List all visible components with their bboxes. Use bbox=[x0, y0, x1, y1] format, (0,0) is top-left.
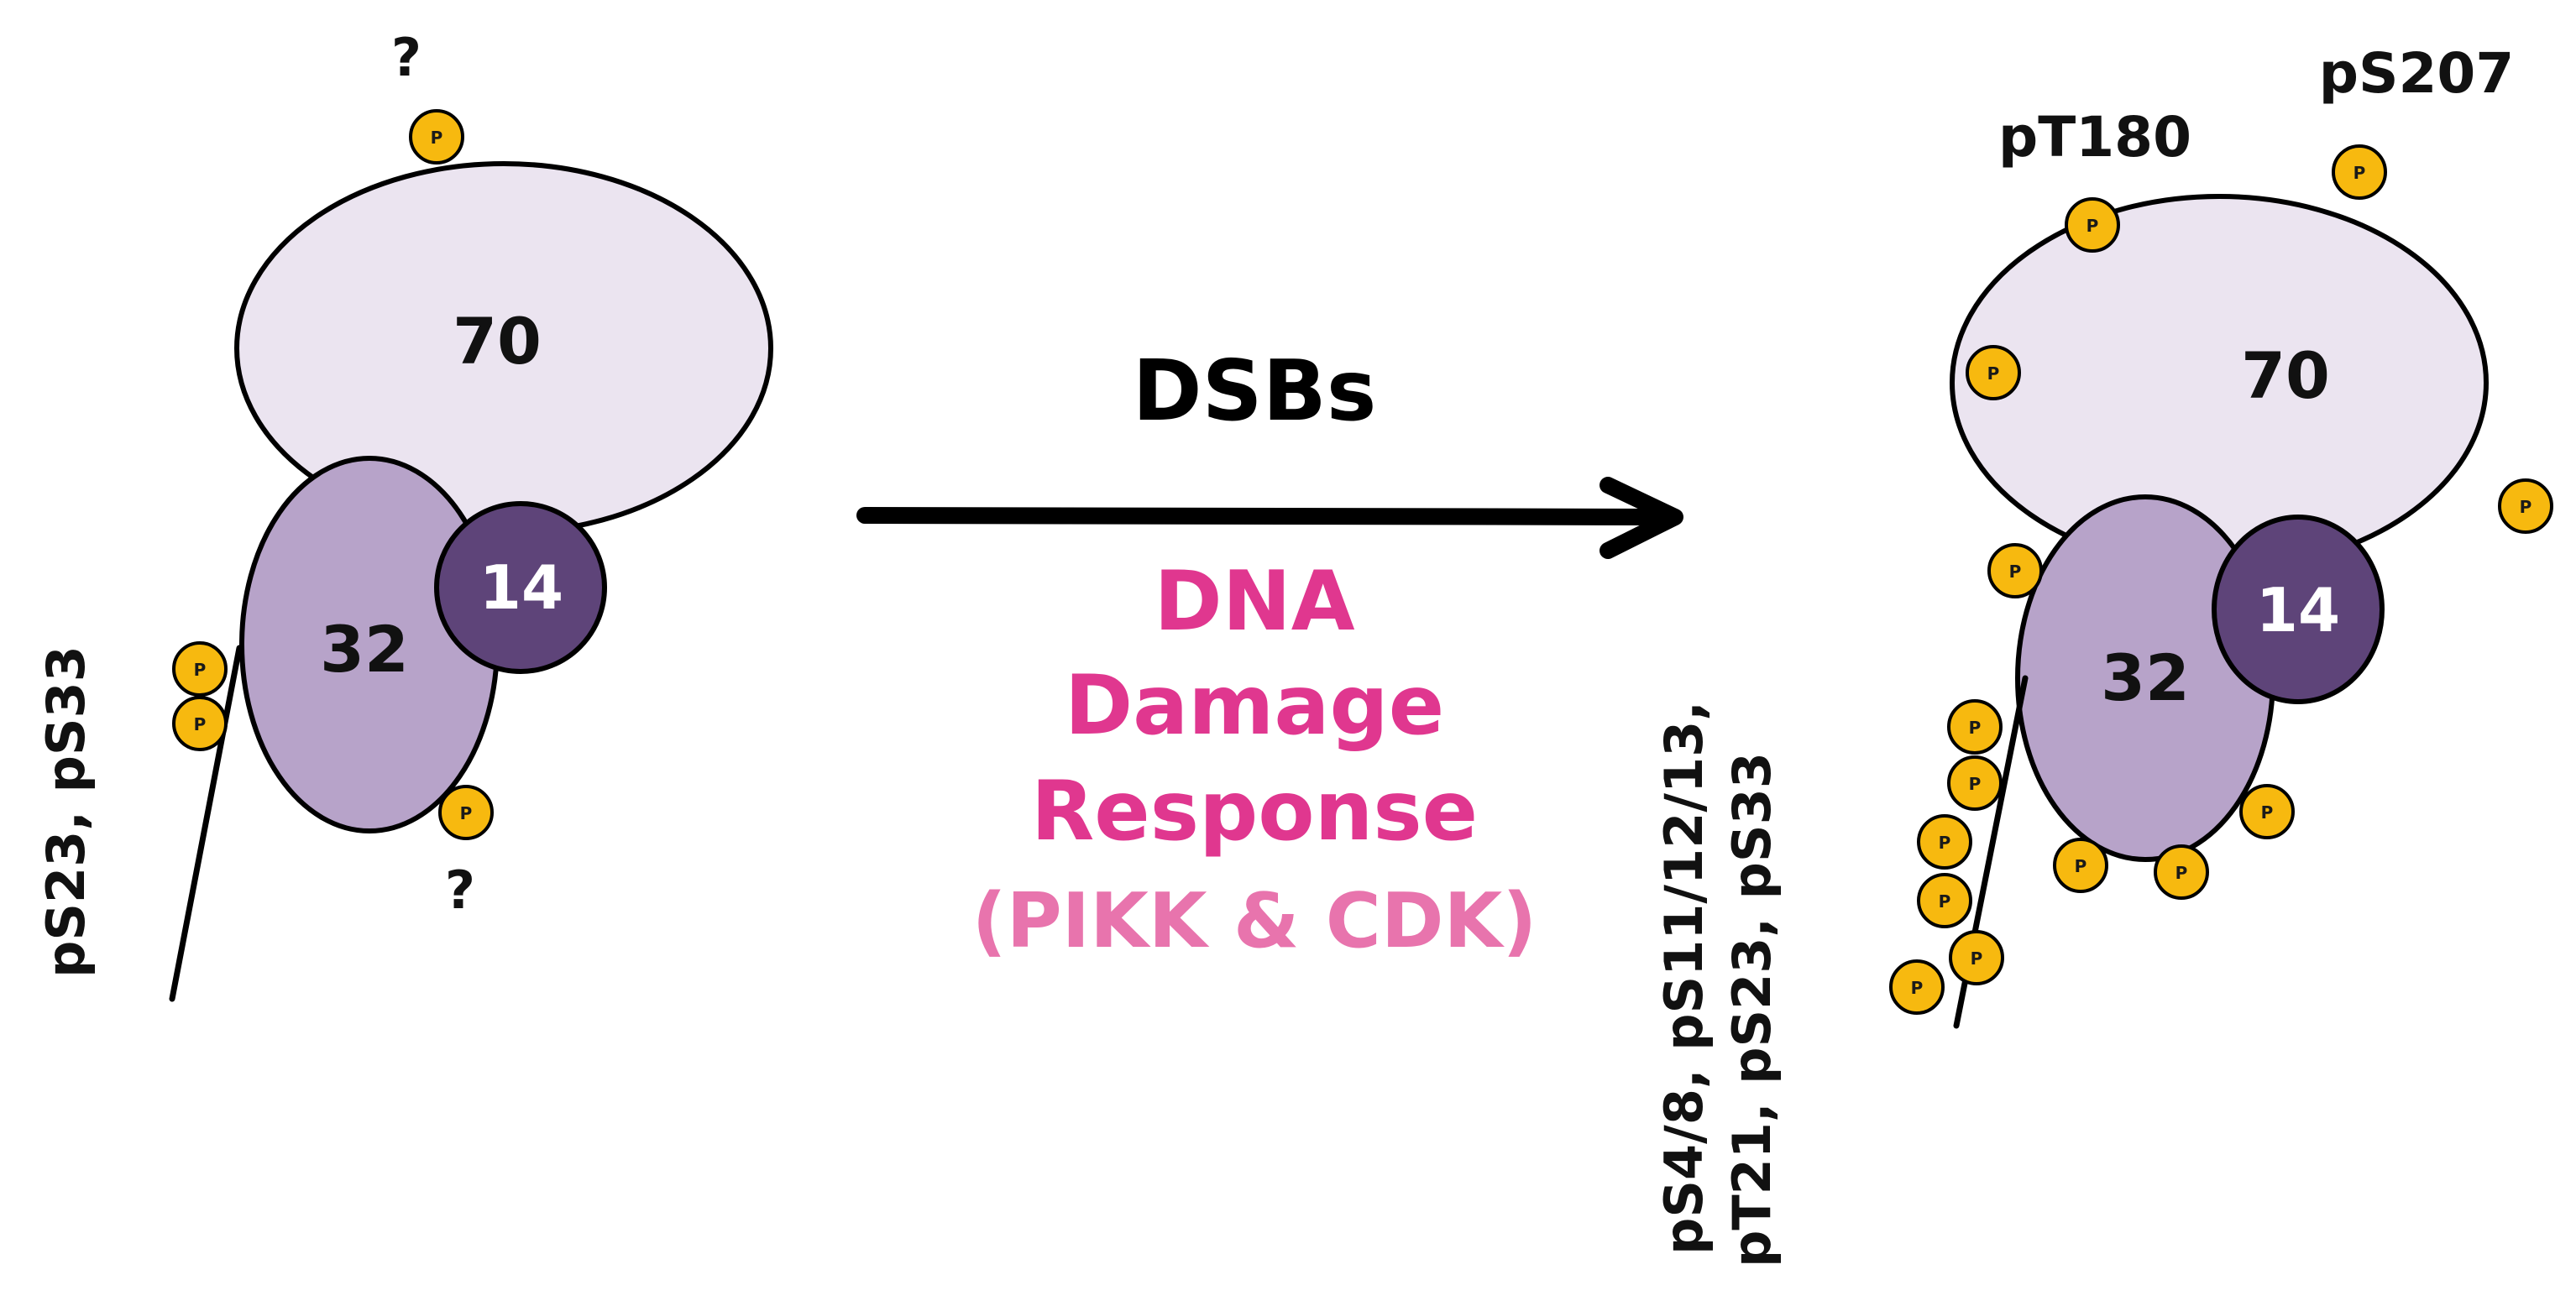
site-pS207-label: pS207 bbox=[2319, 41, 2515, 106]
phospho-icon: P bbox=[1949, 930, 2004, 985]
left-ntail-sites-label: pS23, pS33 bbox=[35, 645, 97, 978]
phospho-icon: P bbox=[1917, 873, 1972, 928]
svg-text:P: P bbox=[1971, 948, 1983, 969]
left-rpa32-ntail bbox=[169, 645, 243, 1002]
svg-text:P: P bbox=[2261, 802, 2274, 823]
phospho-icon: P bbox=[438, 785, 494, 840]
right-rpa-complex: 70 32 14 pT180 pS207 pS4/8, pS11/12/13, … bbox=[1653, 41, 2553, 1267]
phospho-icon: P bbox=[172, 641, 228, 697]
dsb-label: DSBs bbox=[1133, 342, 1377, 440]
right-rpa32-label: 32 bbox=[2101, 640, 2190, 715]
right-rpa70-label: 70 bbox=[2241, 338, 2330, 413]
svg-text:P: P bbox=[1969, 774, 1982, 794]
svg-text:P: P bbox=[194, 714, 207, 734]
site-pT180-label: pT180 bbox=[1998, 105, 2191, 170]
svg-text:P: P bbox=[2353, 163, 2366, 183]
ddr-kinases-label: (PIKK & CDK) bbox=[972, 877, 1537, 965]
right-rpa14-label: 14 bbox=[2256, 575, 2340, 645]
svg-text:P: P bbox=[2520, 497, 2532, 517]
phospho-icon: P bbox=[2239, 784, 2295, 839]
svg-text:P: P bbox=[1987, 363, 2000, 384]
phospho-icon: P bbox=[2065, 197, 2120, 253]
left-rpa14-subunit bbox=[434, 501, 607, 674]
dsb-arrow: DSBs DNA Damage Response (PIKK & CDK) bbox=[856, 342, 1683, 965]
phospho-icon: P bbox=[1966, 345, 2021, 400]
svg-text:P: P bbox=[2009, 562, 2022, 582]
right-rpa70-subunit bbox=[1950, 194, 2489, 572]
left-top-unknown-site: ? bbox=[391, 27, 421, 88]
left-rpa32-label: 32 bbox=[320, 612, 409, 687]
svg-text:P: P bbox=[2086, 216, 2099, 236]
phospho-icon: P bbox=[2053, 838, 2108, 893]
left-rpa-complex: 70 32 14 ? ? pS23, pS33 P P P P bbox=[35, 27, 773, 1002]
phospho-icon: P bbox=[1917, 814, 1972, 870]
svg-text:P: P bbox=[460, 803, 473, 823]
left-rpa14-label: 14 bbox=[479, 552, 563, 623]
svg-text:P: P bbox=[194, 660, 207, 680]
svg-text:P: P bbox=[1939, 833, 1951, 853]
phospho-icon: P bbox=[2498, 478, 2553, 534]
svg-text:P: P bbox=[1969, 718, 1982, 738]
ddr-line-2: Damage bbox=[1065, 658, 1444, 754]
right-ntail-sites-line-1: pS4/8, pS11/12/13, bbox=[1653, 701, 1715, 1255]
arrow-shaft bbox=[856, 507, 1679, 525]
svg-text:P: P bbox=[431, 128, 443, 148]
left-rpa70-label: 70 bbox=[453, 304, 542, 379]
phospho-icon: P bbox=[1987, 543, 2043, 598]
svg-text:P: P bbox=[1911, 978, 1924, 998]
ddr-line-3: Response bbox=[1031, 764, 1478, 859]
left-bottom-unknown-site: ? bbox=[445, 859, 475, 921]
svg-text:P: P bbox=[2175, 863, 2188, 883]
phospho-icon: P bbox=[2154, 844, 2209, 900]
phospho-icon: P bbox=[2332, 144, 2387, 200]
phospho-icon: P bbox=[172, 696, 228, 751]
phospho-icon: P bbox=[1889, 959, 1945, 1015]
right-ntail-sites-line-2: pT21, pS23, pS33 bbox=[1721, 752, 1783, 1267]
phospho-icon: P bbox=[1947, 755, 2003, 811]
phospho-icon: P bbox=[409, 109, 464, 165]
right-rpa14-subunit bbox=[2212, 515, 2385, 704]
ddr-line-1: DNA bbox=[1154, 554, 1354, 650]
arrow-head-icon bbox=[1600, 477, 1683, 559]
phospho-icon: P bbox=[1947, 699, 2003, 755]
svg-text:P: P bbox=[2075, 856, 2087, 876]
svg-text:P: P bbox=[1939, 891, 1951, 912]
